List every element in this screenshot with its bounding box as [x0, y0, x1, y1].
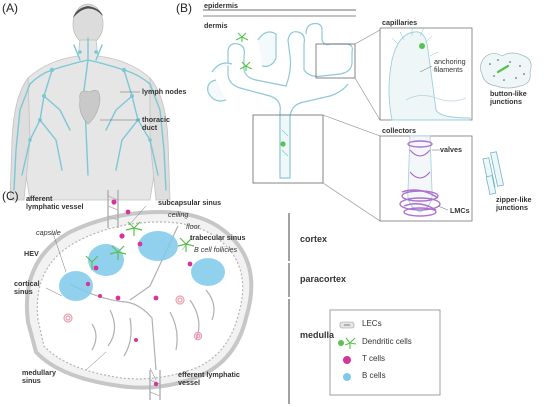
label-subcapsular-sinus: subcapsular sinus	[158, 198, 222, 207]
label-cortical-sinus: cortical sinus	[14, 279, 40, 296]
label-collectors: collectors	[382, 126, 416, 135]
zipper-like-junction-cells	[482, 151, 504, 195]
label-b-cell-follicles: B cell follicles	[194, 245, 238, 254]
label-lymph-nodes: lymph nodes	[142, 87, 187, 96]
button-like-junction-cell	[480, 52, 532, 89]
lymph-node-illustration	[25, 190, 290, 404]
panel-b-letter: (B)	[176, 1, 192, 15]
label-zipper-like-junctions: zipper-like junctions	[496, 195, 532, 212]
label-capillaries: capillaries	[382, 18, 418, 27]
label-medullary-sinus: medullary sinus	[22, 368, 56, 385]
label-anchoring-filaments: anchoring filaments	[434, 57, 466, 74]
label-capsule: capsule	[36, 228, 61, 237]
label-valves: valves	[440, 145, 462, 154]
label-thoracic-duct: thoracic duct	[142, 115, 170, 132]
zone-cortex: cortex	[300, 234, 328, 244]
legend	[329, 309, 441, 396]
body-illustration	[9, 3, 171, 201]
dendritic-cell-icon	[338, 337, 357, 349]
zone-medulla: medulla	[300, 330, 335, 340]
legend-label-dendritic-cells: Dendritic cells	[362, 337, 412, 346]
panel-a-letter: (A)	[2, 1, 18, 15]
label-floor: floor	[186, 222, 200, 231]
label-dermis: dermis	[204, 21, 228, 30]
label-trabecular-sinus: trabecular sinus	[190, 233, 246, 242]
label-lmcs: LMCs	[450, 206, 470, 215]
legend-label-b-cells: B cells	[362, 371, 386, 380]
legend-label-t-cells: T cells	[362, 354, 385, 363]
panel-c-letter: (C)	[2, 189, 19, 203]
label-button-like-junctions: button-like junctions	[490, 89, 527, 106]
t-cell-icon	[343, 356, 351, 364]
b-cell-icon	[343, 373, 351, 381]
zone-paracortex: paracortex	[300, 274, 347, 284]
legend-label-lecs: LECs	[362, 319, 382, 328]
label-efferent-lymphatic-vessel: efferent lymphatic vessel	[178, 370, 240, 387]
label-afferent-lymphatic-vessel: afferent lymphatic vessel	[26, 194, 84, 211]
lec-icon	[339, 321, 355, 329]
skin-lymphatics-illustration	[203, 9, 532, 222]
label-hev: HEV	[24, 249, 39, 258]
label-epidermis: epidermis	[204, 1, 238, 10]
label-ceiling: ceiling	[168, 210, 189, 219]
